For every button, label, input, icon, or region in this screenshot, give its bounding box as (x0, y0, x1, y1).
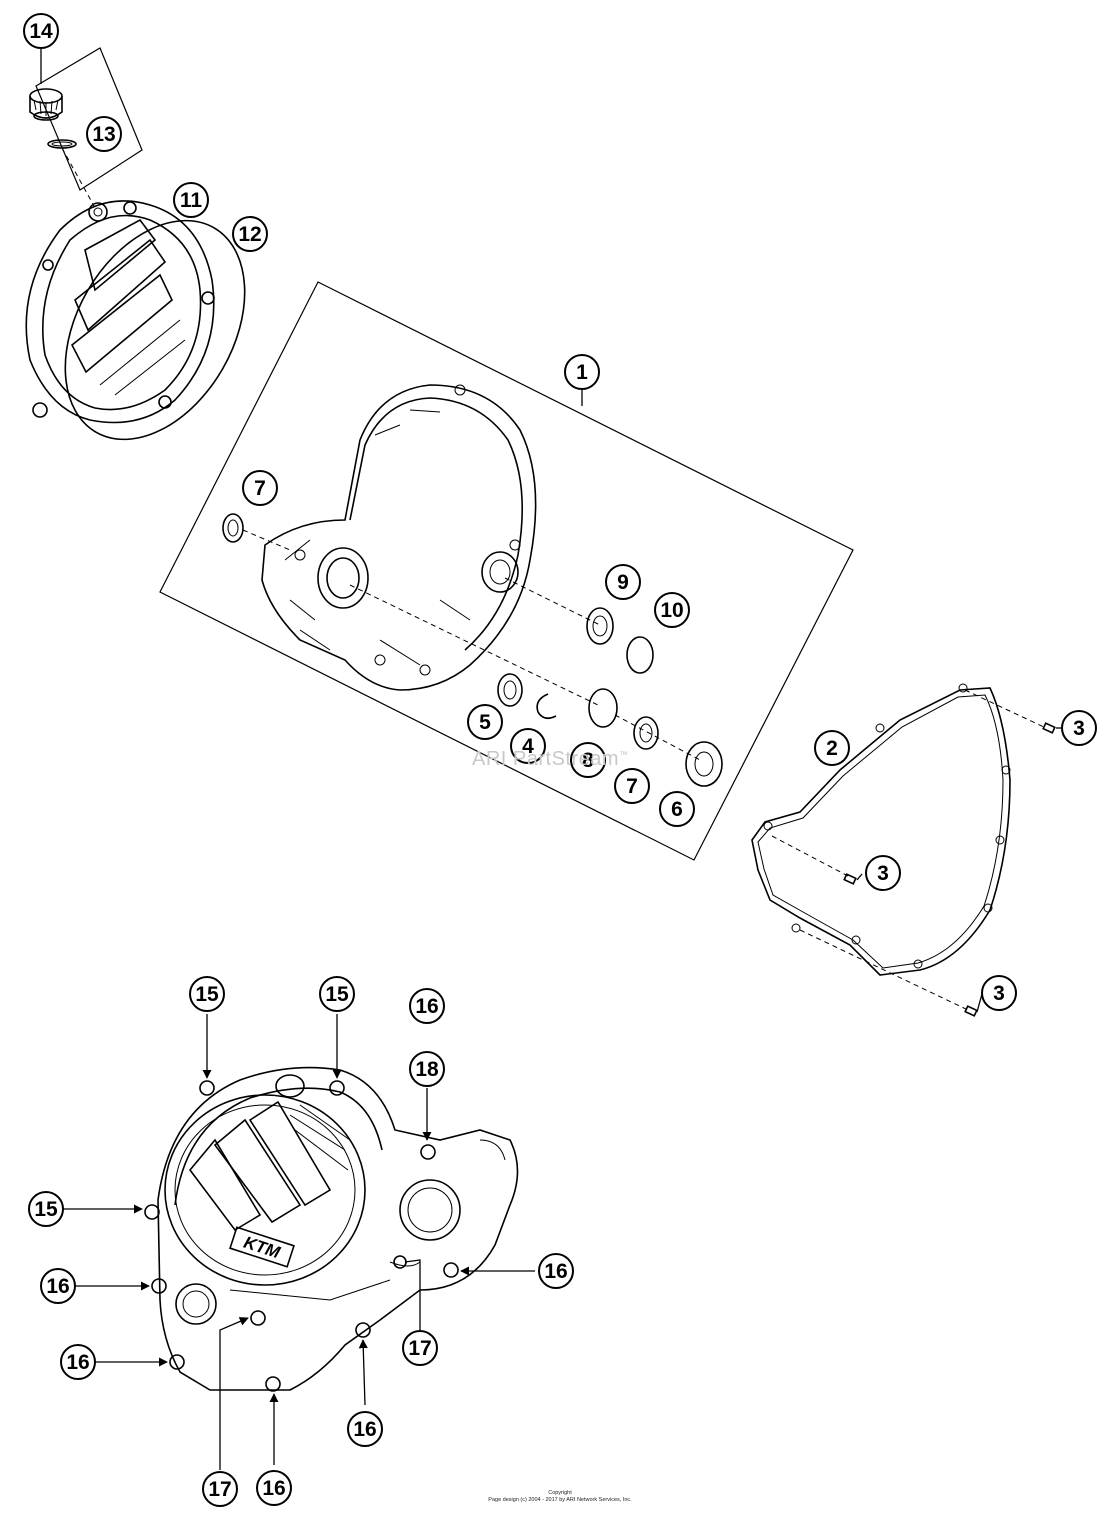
clutch-cover-outer (25, 200, 246, 441)
callout-label: 16 (415, 995, 438, 1018)
callout-16-right[interactable]: 16 (538, 1253, 574, 1289)
oil-plug-detail (29, 46, 143, 207)
callout-label: 2 (826, 737, 838, 760)
callout-4[interactable]: 4 (510, 728, 546, 764)
watermark-trademark: ™ (619, 749, 629, 760)
callout-6[interactable]: 6 (659, 791, 695, 827)
callout-label: 9 (617, 571, 629, 594)
callout-label: 15 (34, 1198, 58, 1221)
callout-15-left-top[interactable]: 15 (189, 976, 225, 1012)
callout-label: 17 (208, 1478, 231, 1501)
callout-label: 11 (180, 189, 203, 212)
callout-17-bottom[interactable]: 17 (202, 1471, 238, 1507)
callout-12[interactable]: 12 (232, 216, 268, 252)
copyright-notice: Copyright Page design (c) 2004 - 2017 by… (430, 1490, 690, 1504)
callout-label: 16 (46, 1275, 69, 1298)
callout-3-middle[interactable]: 3 (865, 855, 901, 891)
callout-16-bottom[interactable]: 16 (256, 1470, 292, 1506)
copyright-text: Page design (c) 2004 - 2017 by ARI Netwo… (488, 1497, 632, 1503)
callout-5[interactable]: 5 (467, 704, 503, 740)
callout-14[interactable]: 14 (23, 13, 59, 49)
callout-15-side[interactable]: 15 (28, 1191, 64, 1227)
assembled-clutch-cover: KTM (144, 1066, 519, 1392)
callout-label: 16 (353, 1418, 376, 1441)
callout-label: 14 (29, 20, 53, 43)
callout-9[interactable]: 9 (605, 564, 641, 600)
callout-label: 15 (195, 983, 219, 1006)
callout-label: 3 (993, 982, 1005, 1005)
callout-3-bottom[interactable]: 3 (981, 975, 1017, 1011)
copyright-title: Copyright (548, 1490, 572, 1496)
callout-16-top[interactable]: 16 (409, 988, 445, 1024)
callout-1[interactable]: 1 (564, 354, 600, 390)
callout-label: 3 (877, 862, 889, 885)
callout-17-right[interactable]: 17 (402, 1330, 438, 1366)
callout-label: 10 (660, 599, 683, 622)
callout-label: 16 (66, 1351, 89, 1374)
callout-label: 13 (92, 123, 115, 146)
callout-13[interactable]: 13 (86, 116, 122, 152)
callout-label: 1 (576, 361, 588, 384)
callout-8[interactable]: 8 (570, 742, 606, 778)
callout-label: 16 (544, 1260, 567, 1283)
callout-18[interactable]: 18 (409, 1051, 445, 1087)
watermark-text: ARI PartStream (472, 748, 620, 770)
callout-16-bottom-right[interactable]: 16 (347, 1411, 383, 1447)
callout-16-left-upper[interactable]: 16 (40, 1268, 76, 1304)
callout-2[interactable]: 2 (814, 730, 850, 766)
callout-label: 8 (582, 749, 594, 772)
clutch-cover-inner-box (159, 281, 854, 861)
callout-11[interactable]: 11 (173, 182, 209, 218)
callout-label: 17 (408, 1337, 431, 1360)
callout-3-top[interactable]: 3 (1061, 710, 1097, 746)
callout-label: 4 (522, 735, 534, 758)
callout-label: 7 (254, 477, 266, 500)
callout-15-right-top[interactable]: 15 (319, 976, 355, 1012)
watermark: ARI PartStream™ (472, 748, 629, 771)
callout-16-left-lower[interactable]: 16 (60, 1344, 96, 1380)
callout-label: 6 (671, 798, 683, 821)
callout-label: 5 (479, 711, 491, 734)
callout-10[interactable]: 10 (654, 592, 690, 628)
callout-label: 18 (415, 1058, 439, 1081)
callout-7-right[interactable]: 7 (614, 768, 650, 804)
callout-label: 12 (238, 223, 261, 246)
callout-label: 15 (325, 983, 349, 1006)
callout-7-left[interactable]: 7 (242, 470, 278, 506)
callout-label: 7 (626, 775, 638, 798)
cover-gasket (751, 683, 1062, 1017)
callout-label: 3 (1073, 717, 1085, 740)
callout-label: 16 (262, 1477, 285, 1500)
leader-lines (62, 1014, 535, 1470)
